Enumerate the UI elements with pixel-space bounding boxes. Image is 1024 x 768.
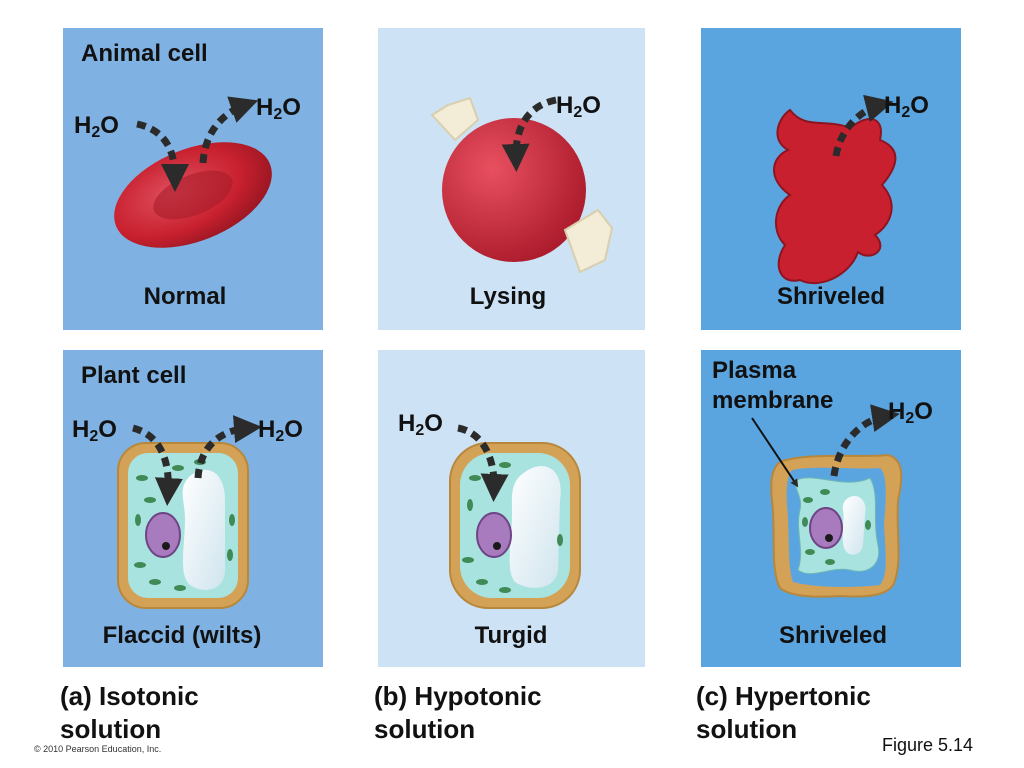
flaccid-plant-cell bbox=[117, 442, 249, 609]
water-label: H2O bbox=[72, 416, 117, 445]
shriveled-red-blood-cell bbox=[773, 108, 897, 285]
normal-red-blood-cell bbox=[114, 142, 272, 248]
animal-state-normal: Normal bbox=[143, 283, 227, 310]
animal-state-lysing: Lysing bbox=[469, 283, 547, 310]
caption-hypertonic-line2: solution bbox=[696, 714, 798, 744]
animal-cell-label: Animal cell bbox=[81, 40, 208, 67]
water-arrow-in-icon bbox=[501, 96, 557, 172]
plasma-membrane-pointer bbox=[751, 417, 799, 488]
water-label: H2O bbox=[258, 416, 303, 445]
plasma-membrane-line1: Plasma bbox=[712, 357, 797, 384]
copyright-notice: © 2010 Pearson Education, Inc. bbox=[34, 744, 162, 754]
shriveled-plant-cell bbox=[770, 453, 903, 598]
water-arrow-in-icon bbox=[131, 424, 183, 506]
figure-number: Figure 5.14 bbox=[882, 735, 974, 755]
water-arrow-in-icon bbox=[457, 424, 509, 502]
plant-state-flaccid: Flaccid (wilts) bbox=[102, 622, 262, 649]
caption-hypertonic-line1: (c) Hypertonic bbox=[696, 681, 871, 711]
water-arrow-out-icon bbox=[832, 94, 894, 157]
plasma-membrane-label: Plasma membrane bbox=[712, 356, 833, 416]
water-arrow-in-icon bbox=[136, 120, 189, 192]
caption-hypotonic-line1: (b) Hypotonic bbox=[374, 681, 542, 711]
water-label: H2O bbox=[556, 92, 601, 121]
water-label: H2O bbox=[74, 112, 119, 141]
plant-state-turgid: Turgid bbox=[474, 622, 548, 649]
plasma-membrane-line2: membrane bbox=[712, 387, 834, 414]
water-label: H2O bbox=[884, 92, 929, 121]
caption-isotonic-line1: (a) Isotonic bbox=[60, 681, 199, 711]
water-label: H2O bbox=[888, 398, 933, 427]
plant-state-shriveled: Shriveled bbox=[778, 622, 888, 649]
plant-cell-label: Plant cell bbox=[81, 362, 187, 389]
caption-isotonic: (a) Isotonic solution bbox=[60, 680, 199, 746]
animal-state-shriveled: Shriveled bbox=[776, 283, 886, 310]
water-flow-arrows bbox=[131, 94, 900, 506]
caption-hypertonic: (c) Hypertonic solution bbox=[696, 680, 871, 746]
caption-hypotonic: (b) Hypotonic solution bbox=[374, 680, 542, 746]
lysing-red-blood-cell bbox=[430, 96, 614, 274]
water-label: H2O bbox=[256, 94, 301, 123]
turgid-plant-cell bbox=[449, 442, 581, 609]
water-label: H2O bbox=[398, 410, 443, 439]
caption-hypotonic-line2: solution bbox=[374, 714, 476, 744]
caption-isotonic-line2: solution bbox=[60, 714, 162, 744]
water-arrow-out-icon bbox=[830, 404, 900, 477]
